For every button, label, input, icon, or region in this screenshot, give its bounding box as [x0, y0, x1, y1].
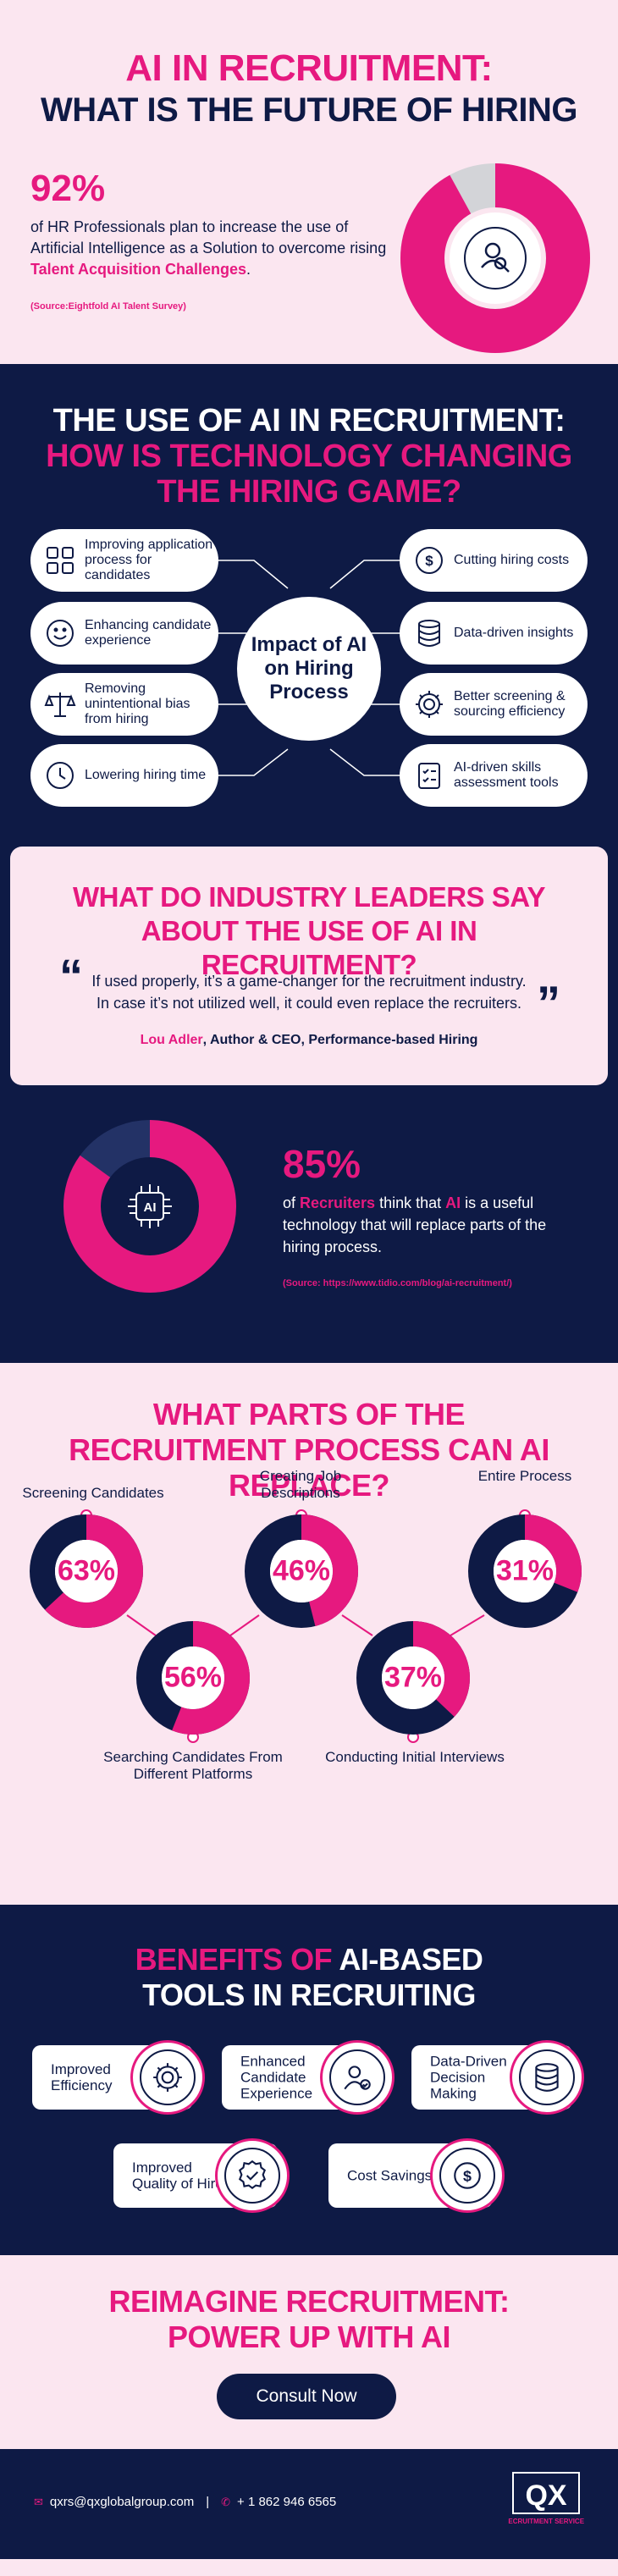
- scale-icon: [44, 692, 76, 717]
- part-arc-2: [245, 1514, 358, 1628]
- database-icon: [418, 620, 440, 647]
- gear-icon: [153, 2063, 182, 2092]
- quote-author: Lou Adler, Author & CEO, Performance-bas…: [140, 1033, 478, 1047]
- donut-92: [400, 163, 590, 353]
- quote-text: If used properly, it’s a game-changer fo…: [91, 973, 527, 1012]
- dollar-icon: $: [416, 547, 443, 574]
- email-link[interactable]: qxrs@qxglobalgroup.com: [49, 2495, 195, 2509]
- phone-icon: ✆: [221, 2495, 231, 2508]
- part-value-4: 31%: [495, 1554, 555, 1587]
- parts-section: WHAT PARTS OF THE RECRUITMENT PROCESS CA…: [0, 1363, 618, 1905]
- benefit-quality-of-hires: Improved Quality of Hires: [113, 2138, 290, 2213]
- part-value-0: 63%: [57, 1554, 116, 1587]
- main-title-line1: AI IN RECRUITMENT:: [125, 47, 493, 89]
- svg-text:RECRUITMENT SERVICES: RECRUITMENT SERVICES: [508, 2518, 584, 2525]
- contact-info: ✉ qxrs@qxglobalgroup.com | ✆ + 1 862 946…: [34, 2495, 336, 2509]
- svg-text:$: $: [425, 553, 433, 569]
- ai-chip-icon: [128, 1184, 172, 1228]
- stat-85-description: of Recruiters think that AI is a useful …: [283, 1194, 547, 1255]
- part-value-1: 56%: [163, 1661, 223, 1694]
- part-label-job-descriptions: Creating Job Descriptions: [259, 1468, 342, 1501]
- smile-icon: [47, 620, 74, 647]
- stat-92-description: of HR Professionals plan to increase the…: [30, 218, 387, 278]
- part-arc-0: [30, 1514, 143, 1628]
- footer-separator: |: [206, 2495, 210, 2509]
- part-value-2: 46%: [272, 1554, 331, 1587]
- parts-connector-lines: [80, 1509, 531, 1743]
- consult-now-button[interactable]: Consult Now: [217, 2374, 396, 2419]
- database-icon: [535, 2063, 559, 2092]
- part-label-interviews: Conducting Initial Interviews: [325, 1749, 505, 1765]
- footer: ✉ qxrs@qxglobalgroup.com | ✆ + 1 862 946…: [0, 2449, 618, 2559]
- main-title-line2: WHAT IS THE FUTURE OF HIRING: [40, 91, 578, 129]
- impact-item-hiring-time: Lowering hiring time: [30, 744, 218, 807]
- benefit-improved-efficiency: Improved Efficiency: [32, 2040, 205, 2115]
- dollar-icon: $: [454, 2162, 481, 2189]
- leaders-title: WHAT DO INDUSTRY LEADERS SAY ABOUT THE U…: [72, 881, 546, 980]
- impact-title: THE USE OF AI IN RECRUITMENT: HOW IS TEC…: [46, 403, 572, 510]
- qx-logo[interactable]: QX RECRUITMENT SERVICES: [504, 2469, 589, 2532]
- stat-85-source: (Source: https://www.tidio.com/blog/ai-r…: [283, 1278, 512, 1288]
- close-quote-icon: ”: [537, 976, 560, 1029]
- part-label-searching: Searching Candidates From Different Plat…: [103, 1749, 283, 1782]
- part-label-screening: Screening Candidates: [22, 1485, 164, 1501]
- quality-badge-icon: [238, 2160, 267, 2190]
- impact-item-candidate-experience: Enhancing candidate experience: [30, 602, 218, 665]
- impact-hub: Impact of AI on Hiring Process: [237, 597, 381, 741]
- part-arc-1: [136, 1621, 250, 1735]
- stat-92: 92%: [30, 168, 106, 209]
- impact-item-skills: AI-driven skills assessment tools: [400, 744, 588, 807]
- stat-85: 85%: [283, 1142, 361, 1186]
- benefits-section: BENEFITS OF AI-BASED TOOLS IN RECRUITING…: [0, 1905, 618, 2255]
- part-label-entire-process: Entire Process: [477, 1468, 572, 1484]
- impact-item-costs: $ Cutting hiring costs: [400, 529, 588, 592]
- donut-85: AI: [63, 1120, 236, 1293]
- phone-link[interactable]: + 1 862 946 6565: [237, 2495, 337, 2509]
- ai-chip-label: AI: [144, 1200, 157, 1215]
- svg-text:QX: QX: [525, 2479, 566, 2512]
- part-donut-3: 37%: [354, 1619, 472, 1737]
- quote-card: WHAT DO INDUSTRY LEADERS SAY ABOUT THE U…: [10, 847, 608, 1085]
- leaders-section: WHAT DO INDUSTRY LEADERS SAY ABOUT THE U…: [0, 847, 618, 1092]
- benefits-title: BENEFITS OF AI-BASED TOOLS IN RECRUITING: [135, 1942, 483, 2012]
- parts-title: WHAT PARTS OF THE RECRUITMENT PROCESS CA…: [69, 1397, 549, 1503]
- stat-92-source: (Source:Eightfold AI Talent Survey): [30, 301, 186, 312]
- part-value-3: 37%: [383, 1661, 443, 1694]
- grid-icon: [47, 547, 74, 574]
- benefit-candidate-experience: Enhanced Candidate Experience: [222, 2040, 395, 2115]
- benefit-data-driven: Data-Driven Decision Making: [411, 2040, 584, 2115]
- checklist-icon: [418, 763, 440, 789]
- benefit-cost-savings: Cost Savings $: [328, 2138, 505, 2213]
- impact-section: THE USE OF AI IN RECRUITMENT: HOW IS TEC…: [0, 364, 618, 847]
- impact-item-data-insights: Data-driven insights: [400, 602, 588, 665]
- cta-title: REIMAGINE RECRUITMENT:POWER UP WITH AI: [108, 2284, 510, 2354]
- part-donut-4: 31%: [466, 1512, 584, 1630]
- clock-icon: [47, 762, 74, 789]
- user-search-icon: [481, 242, 510, 273]
- part-arc-3: [356, 1621, 470, 1735]
- svg-text:$: $: [463, 2167, 472, 2184]
- part-donut-2: 46%: [242, 1512, 361, 1630]
- impact-item-screening: Better screening & sourcing efficiency: [400, 673, 588, 736]
- part-arc-4: [468, 1514, 582, 1628]
- intro-section: AI IN RECRUITMENT: WHAT IS THE FUTURE OF…: [0, 0, 618, 364]
- stat-85-section: AI 85% of Recruiters think that AI is a …: [0, 1092, 618, 1363]
- impact-item-bias: Removing unintentional bias from hiring: [30, 673, 218, 736]
- impact-item-application: Improving application process for candid…: [30, 529, 218, 592]
- gear-icon: [416, 691, 443, 718]
- cta-section: REIMAGINE RECRUITMENT:POWER UP WITH AI C…: [0, 2255, 618, 2449]
- users-icon: [344, 2066, 371, 2090]
- open-quote-icon: “: [59, 949, 83, 1002]
- mail-icon: ✉: [34, 2495, 43, 2508]
- part-donut-1: 56%: [134, 1619, 252, 1737]
- part-donut-0: 63%: [27, 1512, 146, 1630]
